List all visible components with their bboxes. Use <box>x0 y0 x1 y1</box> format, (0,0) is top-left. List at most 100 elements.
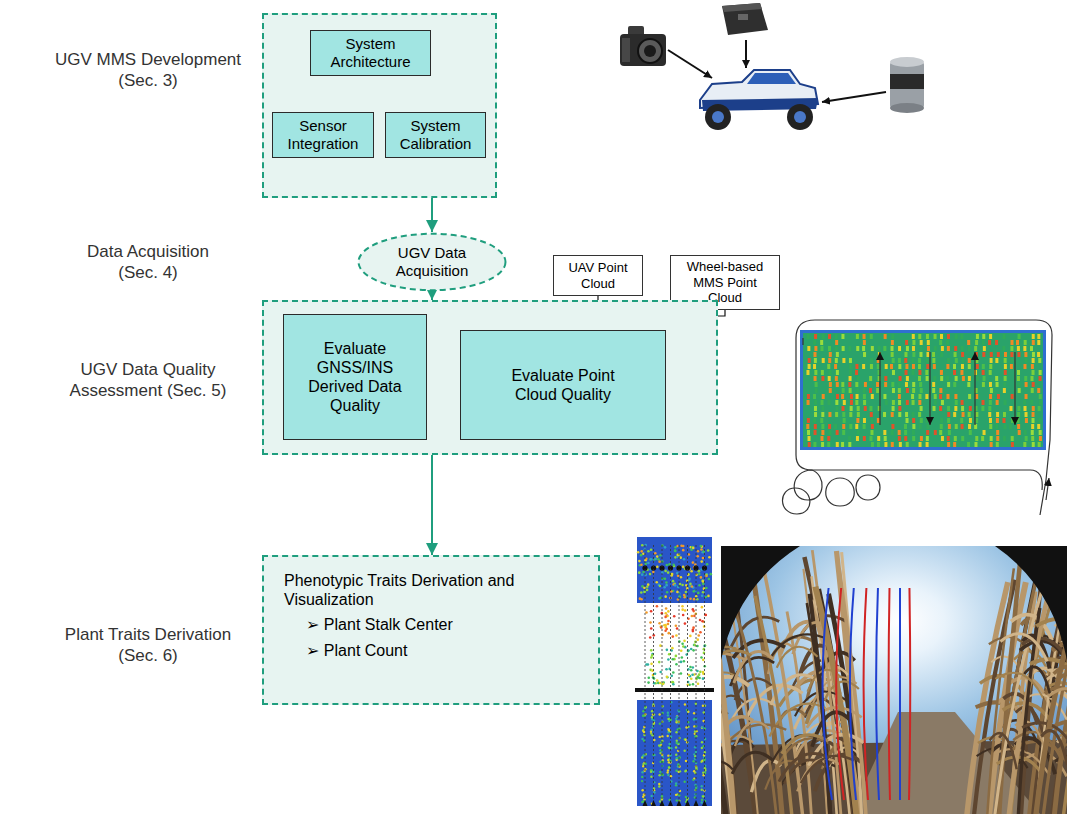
field-point-cloud <box>912 352 915 357</box>
field-point-cloud <box>1037 340 1040 345</box>
node-label: System Architecture <box>317 35 424 71</box>
field-point-cloud <box>808 358 811 363</box>
field-point-cloud <box>940 334 943 339</box>
field-point-cloud <box>877 364 880 369</box>
field-point-cloud <box>1024 376 1027 381</box>
row-point-cloud <box>670 719 672 721</box>
field-point-cloud <box>898 364 901 369</box>
field-point-cloud <box>906 400 909 405</box>
row-point-cloud <box>687 650 690 653</box>
field-point-cloud <box>1004 376 1007 381</box>
field-point-cloud <box>1011 436 1014 441</box>
row-point-cloud <box>666 771 668 773</box>
field-point-cloud <box>1031 430 1034 435</box>
field-point-cloud <box>1024 406 1027 411</box>
row-point-cloud <box>681 656 684 659</box>
field-point-cloud <box>988 412 991 417</box>
field-point-cloud <box>969 406 972 411</box>
row-point-cloud <box>641 738 643 740</box>
row-point-cloud <box>668 766 670 768</box>
field-point-cloud <box>912 412 915 417</box>
field-point-cloud <box>842 406 845 411</box>
field-point-cloud <box>962 376 965 381</box>
field-point-cloud <box>955 400 958 405</box>
field-point-cloud <box>884 442 887 447</box>
field-point-cloud <box>947 346 950 351</box>
field-point-cloud <box>947 358 950 363</box>
row-point-cloud <box>664 612 667 615</box>
row-point-cloud <box>647 562 650 565</box>
field-point-cloud <box>898 382 901 387</box>
row-point-cloud <box>675 718 677 720</box>
camera-icon <box>644 45 656 57</box>
field-point-cloud <box>814 424 817 429</box>
row-point-cloud <box>689 635 692 638</box>
row-point-cloud <box>655 557 658 560</box>
row-point-cloud <box>706 563 709 566</box>
row-point-cloud <box>688 577 691 580</box>
field-point-cloud <box>974 346 977 351</box>
field-point-cloud <box>932 358 935 363</box>
row-point-cloud <box>679 545 680 800</box>
row-point-cloud <box>667 746 669 748</box>
row-point-cloud <box>667 620 670 623</box>
field-point-cloud <box>927 340 930 345</box>
field-point-cloud <box>918 400 921 405</box>
field-point-cloud <box>876 388 879 393</box>
row-point-cloud <box>674 550 677 553</box>
field-point-cloud <box>906 388 909 393</box>
row-point-cloud <box>676 591 679 594</box>
row-point-cloud <box>667 632 670 635</box>
field-point-cloud <box>863 334 866 339</box>
row-point-cloud <box>702 771 704 773</box>
trajectory-line <box>796 320 1052 515</box>
field-point-cloud <box>946 340 949 345</box>
row-point-cloud <box>708 578 711 581</box>
row-point-cloud <box>668 747 670 749</box>
row-point-cloud <box>672 683 675 686</box>
field-point-cloud <box>849 412 852 417</box>
field-photo <box>721 546 800 660</box>
row-point-cloud <box>645 545 646 800</box>
row-point-cloud <box>676 627 679 630</box>
field-photo <box>732 752 773 774</box>
row-point-cloud <box>692 760 694 762</box>
camera-icon <box>638 39 662 63</box>
trajectory-line <box>1046 478 1049 500</box>
field-point-cloud <box>983 376 986 381</box>
field-point-cloud <box>960 334 963 339</box>
field-point-cloud <box>982 364 985 369</box>
field-point-cloud <box>827 436 830 441</box>
field-point-cloud <box>898 394 901 399</box>
field-point-cloud <box>828 346 831 351</box>
field-point-cloud <box>821 412 824 417</box>
field-point-cloud <box>954 346 957 351</box>
row-point-cloud <box>696 555 699 558</box>
field-point-cloud <box>883 412 886 417</box>
field-point-cloud <box>836 430 839 435</box>
field-point-cloud <box>891 340 894 345</box>
field-point-cloud <box>953 442 956 447</box>
field-point-cloud <box>1038 442 1041 447</box>
field-point-cloud <box>850 406 853 411</box>
field-point-cloud <box>807 430 810 435</box>
field-point-cloud <box>968 358 971 363</box>
row-point-cloud <box>666 676 669 679</box>
field-point-cloud <box>815 382 818 387</box>
field-point-cloud <box>996 412 999 417</box>
row-point-cloud <box>642 571 645 574</box>
field-point-cloud <box>905 340 908 345</box>
field-point-cloud <box>1030 346 1033 351</box>
field-point-cloud <box>856 436 859 441</box>
row-point-cloud <box>650 771 652 773</box>
row-point-cloud <box>684 738 686 740</box>
field-point-cloud <box>870 358 873 363</box>
row-point-cloud <box>683 660 686 663</box>
node-label: Phenotypic Traits Derivation and Visuali… <box>284 571 578 609</box>
field-point-cloud <box>891 412 894 417</box>
field-photo <box>876 588 879 800</box>
row-point-cloud <box>693 770 695 772</box>
row-point-cloud <box>701 799 703 801</box>
field-point-cloud <box>968 376 971 381</box>
row-point-cloud <box>643 545 708 806</box>
